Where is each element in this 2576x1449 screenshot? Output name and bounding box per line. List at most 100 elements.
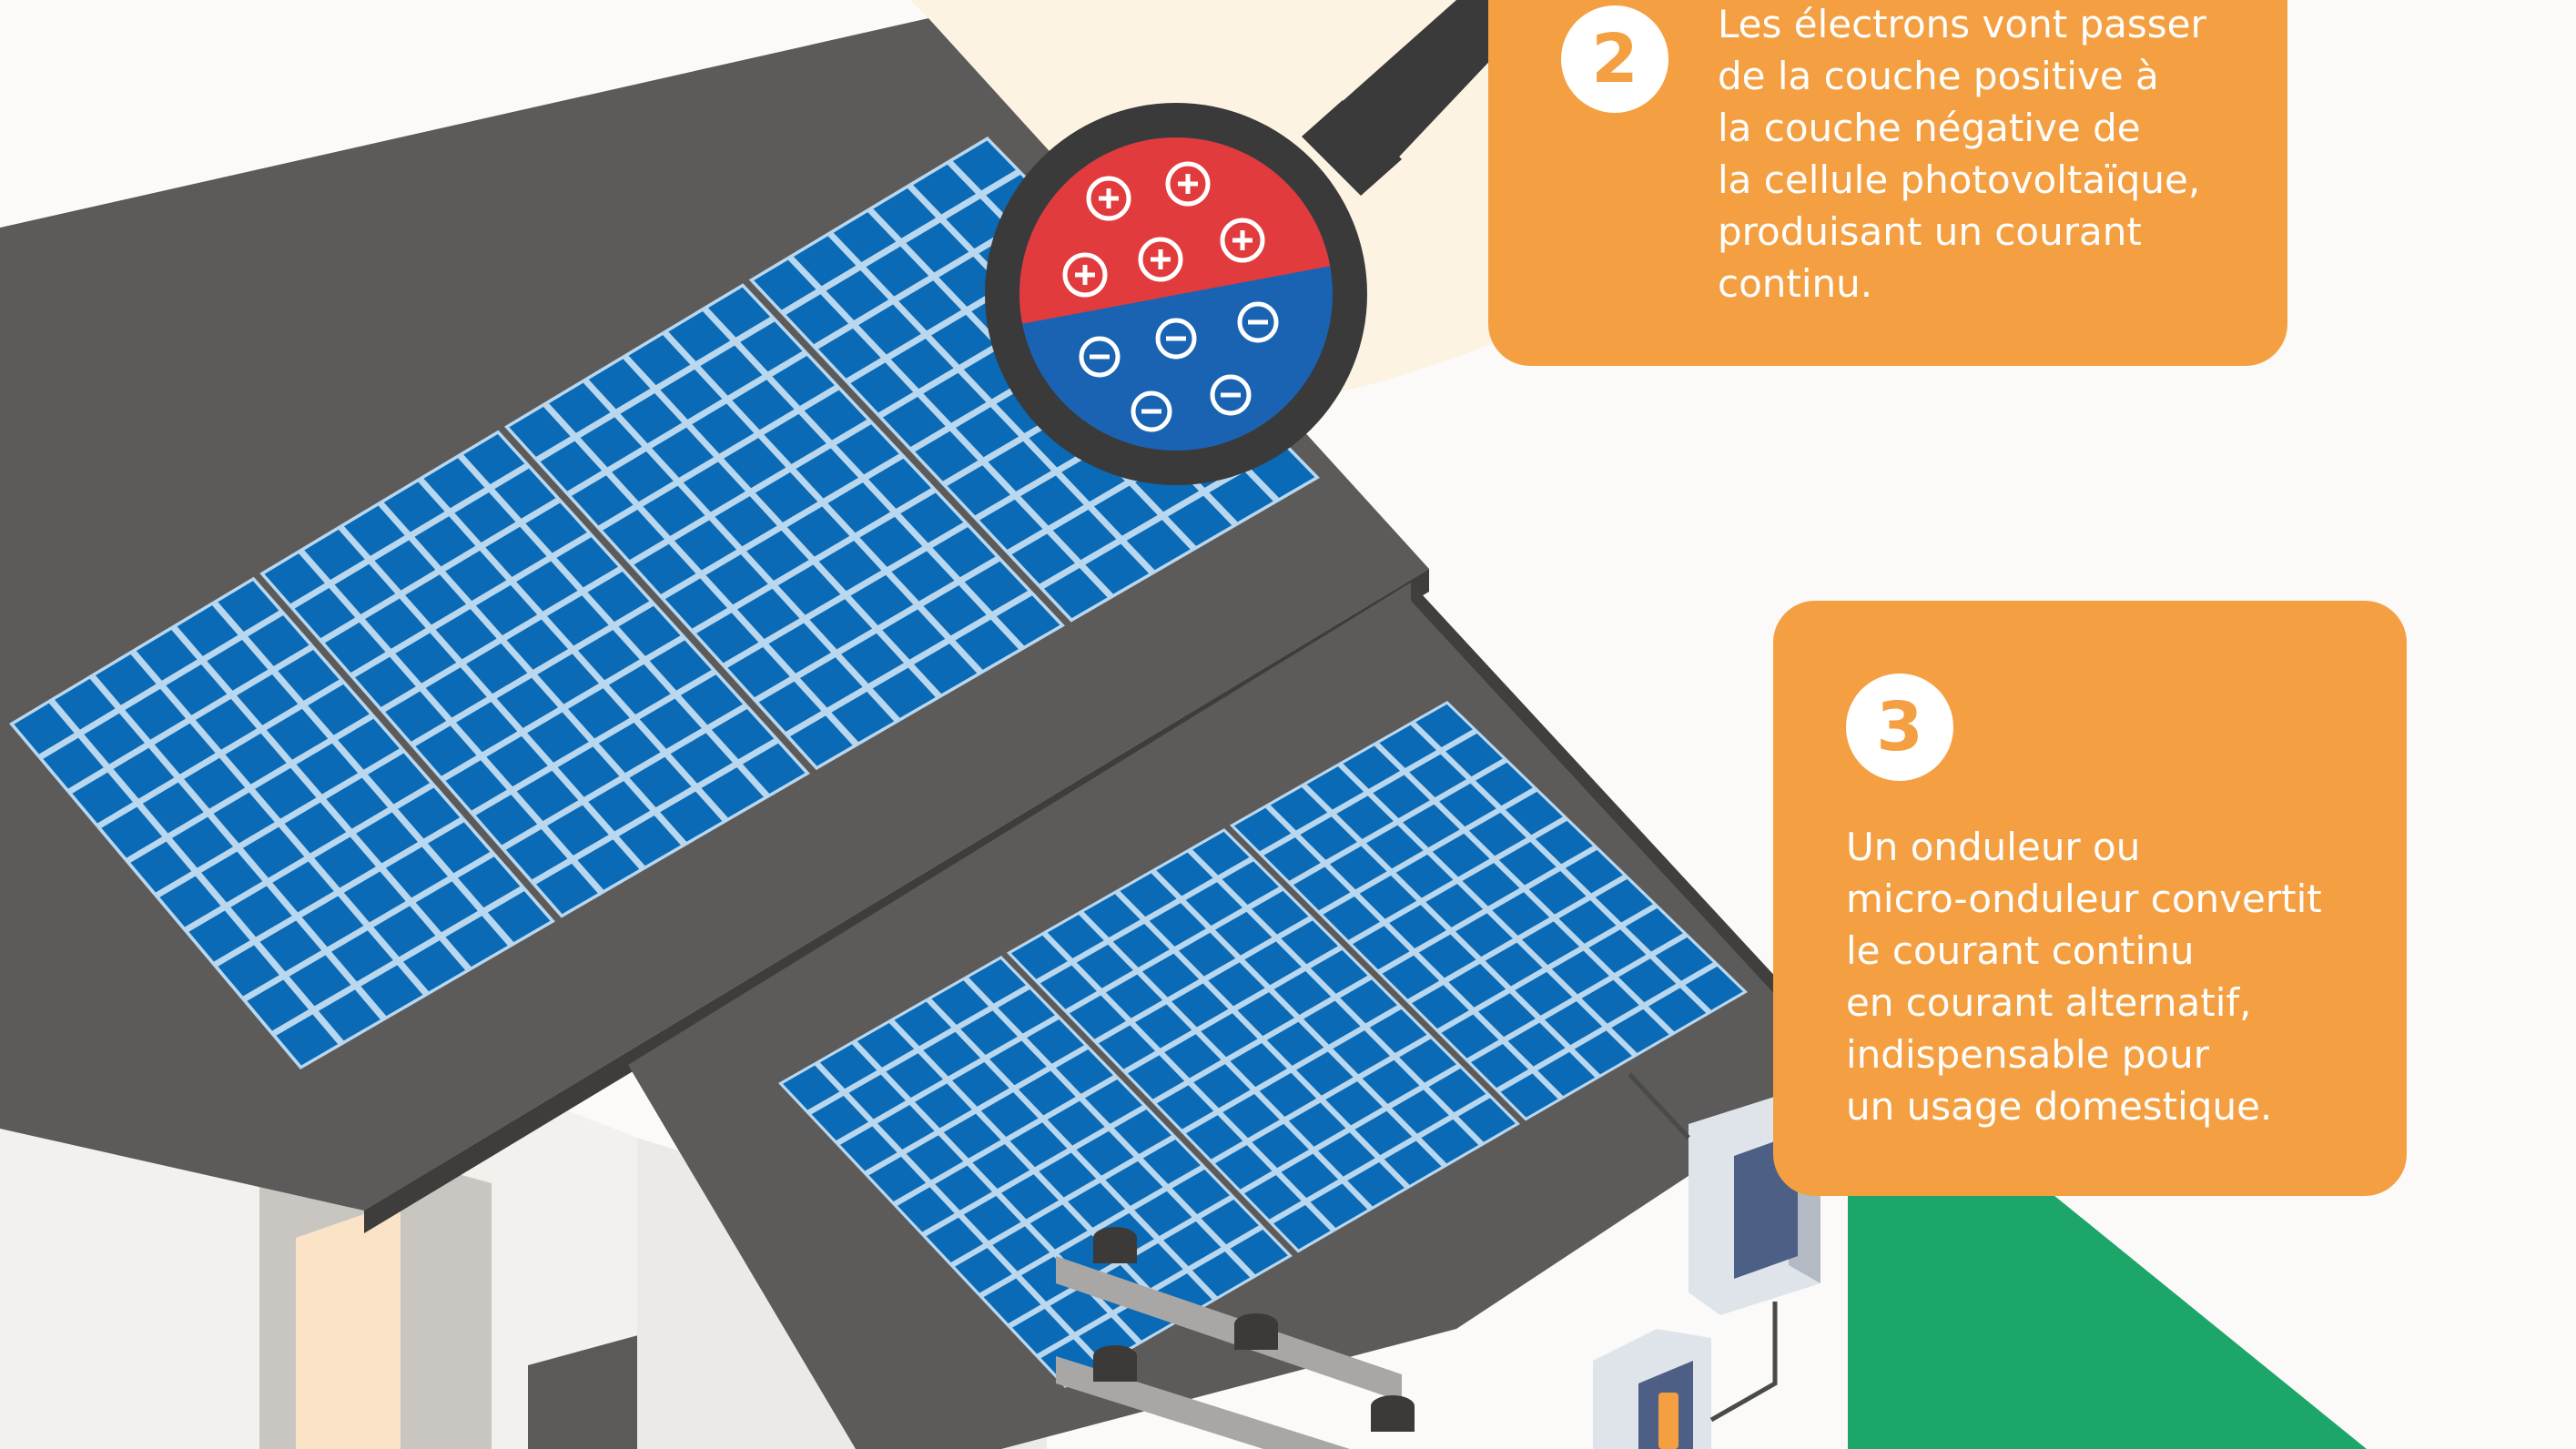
solar-cell xyxy=(556,537,618,588)
solar-cell xyxy=(894,1001,952,1047)
solar-cell xyxy=(683,461,745,512)
solar-cell xyxy=(415,881,478,933)
solar-cell xyxy=(1500,1073,1558,1118)
solar-cell xyxy=(1222,861,1279,906)
solar-cell xyxy=(304,529,365,581)
solar-cell xyxy=(95,654,157,705)
minus-icon xyxy=(1155,318,1197,360)
solar-cell xyxy=(643,485,705,536)
solar-cell xyxy=(230,886,292,937)
solar-cell xyxy=(395,633,457,684)
solar-cell xyxy=(1462,863,1520,907)
solar-cell xyxy=(308,684,370,735)
solar-cell xyxy=(130,841,192,893)
solar-cell xyxy=(142,782,204,834)
solar-cell xyxy=(1340,979,1397,1024)
solar-cell xyxy=(1303,1000,1361,1045)
solar-cell xyxy=(1409,754,1466,798)
solar-cell xyxy=(1029,1204,1088,1250)
solar-cell xyxy=(537,654,599,704)
solar-cell xyxy=(1273,1204,1331,1250)
solar-cell xyxy=(629,756,692,807)
solar-cell xyxy=(796,448,858,499)
solar-cell xyxy=(334,563,396,614)
solar-cell xyxy=(1171,1169,1230,1215)
solar-cell xyxy=(1009,1122,1068,1168)
solar-cell xyxy=(1252,1123,1309,1169)
solar-cell xyxy=(1392,1089,1449,1134)
solar-cell xyxy=(1535,820,1593,865)
solar-cell xyxy=(356,812,418,864)
solar-cell xyxy=(660,791,723,842)
solar-cell xyxy=(402,940,466,992)
solar-cell xyxy=(428,822,491,874)
solar-cell xyxy=(1648,988,1707,1032)
solar-cell xyxy=(1421,1119,1479,1164)
solar-cell xyxy=(670,733,733,784)
solar-cell xyxy=(1134,1191,1192,1236)
solar-cell xyxy=(485,526,547,577)
solar-cell xyxy=(1168,495,1232,546)
solar-cell xyxy=(1432,833,1490,877)
solar-cell xyxy=(1244,941,1302,986)
solar-cell xyxy=(255,767,317,819)
solar-cell xyxy=(955,619,1019,670)
solar-cell xyxy=(414,516,476,567)
solar-cell xyxy=(955,407,1019,458)
solar-cell xyxy=(1076,944,1133,988)
solar-cell xyxy=(866,246,929,297)
solar-cell xyxy=(992,1226,1050,1272)
solar-cell xyxy=(1112,923,1170,968)
solar-cell xyxy=(740,321,803,372)
plus-icon xyxy=(1138,237,1183,282)
solar-cell xyxy=(494,468,556,519)
solar-cell xyxy=(680,674,743,725)
solar-cell xyxy=(368,753,430,805)
solar-cell xyxy=(840,1126,898,1171)
solar-cell xyxy=(873,187,937,238)
solar-cell xyxy=(113,747,175,799)
solar-cell xyxy=(1222,1093,1280,1139)
solar-cell xyxy=(338,718,400,770)
solar-cell xyxy=(314,836,376,888)
solar-cell xyxy=(618,815,681,866)
solar-cell xyxy=(1425,884,1484,927)
solar-cell xyxy=(960,1010,1018,1056)
solar-cell xyxy=(247,979,309,1031)
step-2-badge: 2 xyxy=(1561,5,1668,113)
solar-cell xyxy=(826,269,889,320)
solar-cell xyxy=(1611,1008,1669,1053)
solar-cell xyxy=(188,910,250,962)
solar-cell xyxy=(1441,1014,1499,1059)
solar-panel xyxy=(9,576,555,1069)
solar-cell xyxy=(827,482,891,533)
magnifier-icon xyxy=(985,0,1547,485)
solar-cell xyxy=(1498,841,1557,886)
solar-cell xyxy=(1156,1085,1214,1130)
solar-cell xyxy=(1141,953,1200,998)
solar-cell xyxy=(649,640,712,691)
solar-panel xyxy=(1229,701,1748,1121)
solar-cell xyxy=(882,609,946,660)
solar-cell xyxy=(900,492,964,543)
solar-cell xyxy=(487,891,551,943)
solar-cell xyxy=(1186,1115,1243,1160)
solar-cell xyxy=(195,698,257,750)
solar-cell xyxy=(1171,983,1229,1028)
solar-cell xyxy=(972,1143,1030,1190)
solar-cell xyxy=(701,767,764,818)
solar-cell xyxy=(746,530,809,581)
solar-cell xyxy=(793,236,857,287)
solar-cell xyxy=(344,505,405,556)
solar-cell xyxy=(516,770,579,821)
solar-cell xyxy=(935,1165,992,1211)
solar-cell xyxy=(588,359,651,410)
solar-cell xyxy=(1468,812,1526,856)
solar-cell xyxy=(906,222,969,273)
solar-cell xyxy=(509,406,571,457)
solar-cell xyxy=(980,1092,1039,1138)
solar-cell xyxy=(932,527,996,578)
solar-cell xyxy=(998,988,1055,1034)
solar-cell xyxy=(1428,1068,1486,1113)
solar-cell xyxy=(43,737,104,789)
